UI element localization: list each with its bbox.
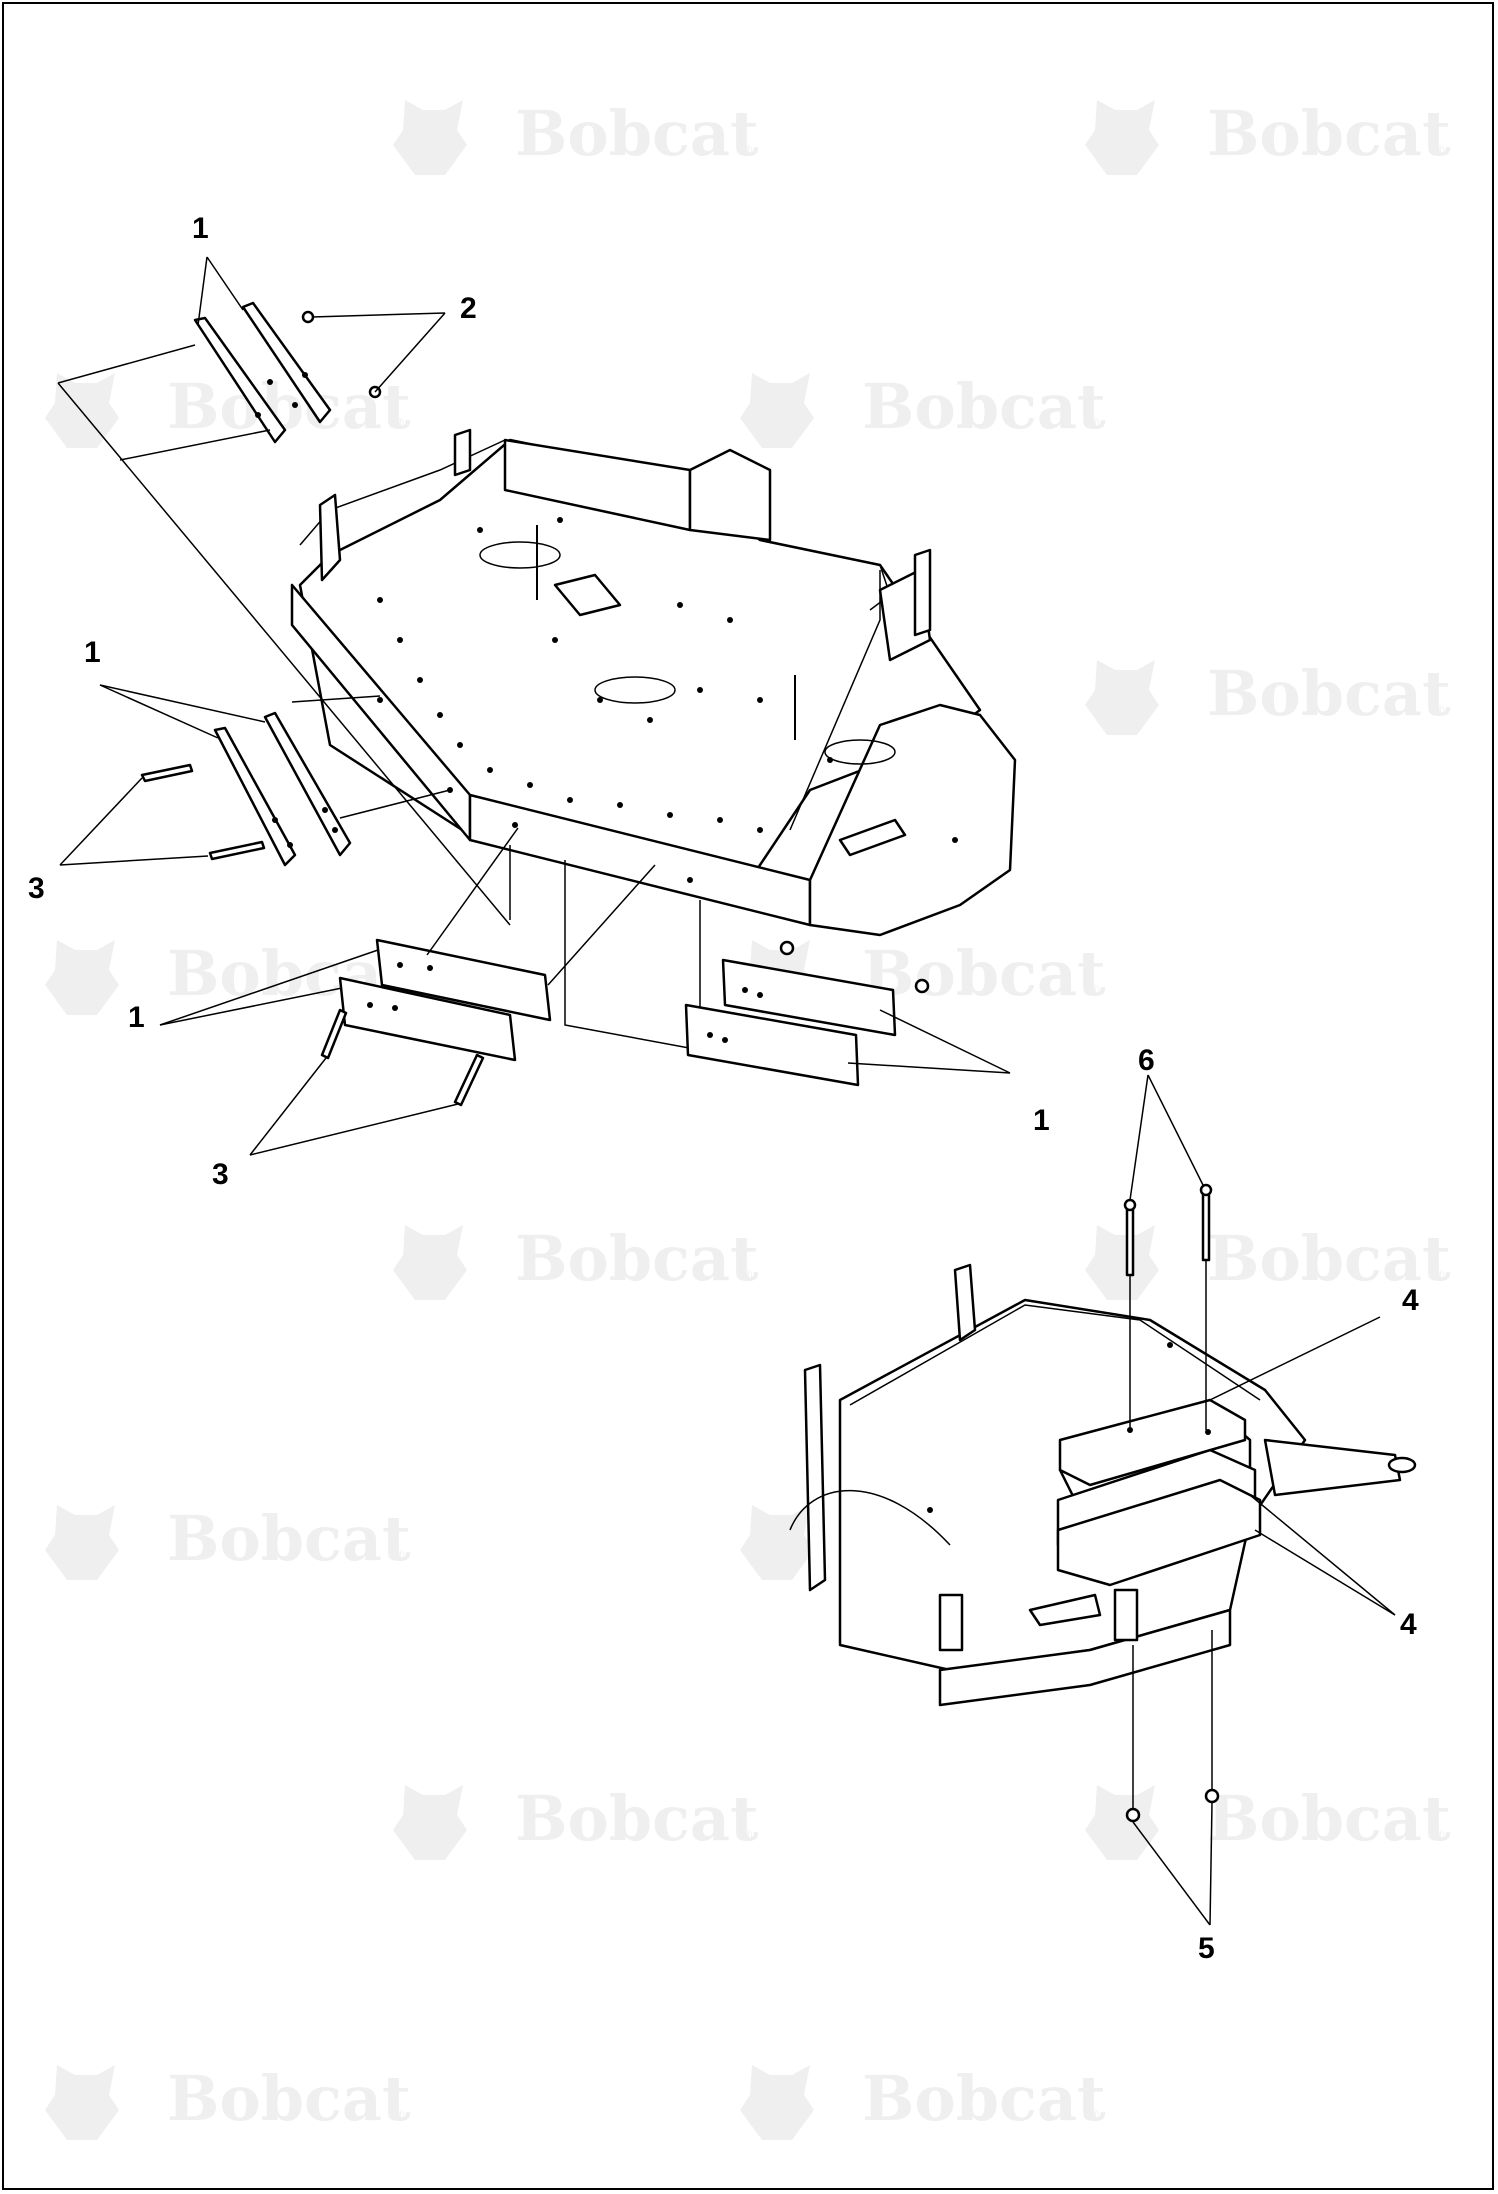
watermark-text: Bobcat	[862, 937, 1106, 1010]
bobcat-logo-icon	[1085, 100, 1159, 175]
bobcat-logo-icon	[45, 940, 119, 1015]
bobcat-watermark: Bobcat®	[45, 1502, 411, 1580]
bobcat-watermark: Bobcat®	[1085, 1782, 1451, 1860]
watermark-text: Bobcat	[1207, 1782, 1451, 1855]
watermark-text: Bobcat	[1207, 97, 1451, 170]
watermark-text: Bobcat	[167, 2062, 411, 2135]
callout-top-nuts: 2	[460, 292, 477, 325]
bobcat-logo-icon	[45, 373, 119, 448]
watermark-text: Bobcat	[862, 2062, 1106, 2135]
bobcat-watermark: Bobcat®	[393, 97, 759, 175]
watermark-text: Bobcat	[515, 1782, 759, 1855]
watermark-text: Bobcat	[1207, 657, 1451, 730]
callout-weights-stack: 4	[1400, 1608, 1417, 1641]
watermark-reg-mark: ®	[1087, 983, 1101, 999]
callout-weight-bolts: 6	[1138, 1044, 1155, 1077]
bobcat-logo-icon	[393, 100, 467, 175]
callout-labels: 1 2 1 3 1 3 1 6 4 4 5	[28, 212, 1419, 1965]
bobcat-watermark: Bobcat®	[1085, 657, 1451, 735]
callout-weights-top: 4	[1402, 1284, 1419, 1317]
bobcat-logo-icon	[45, 2065, 119, 2140]
bobcat-logo-icon	[740, 373, 814, 448]
bobcat-watermark: Bobcat®	[393, 1782, 759, 1860]
bobcat-logo-icon	[393, 1785, 467, 1860]
bobcat-logo-icon	[1085, 1225, 1159, 1300]
bobcat-logo-icon	[1085, 1785, 1159, 1860]
watermark-reg-mark: ®	[740, 1268, 754, 1284]
watermark-reg-mark: ®	[392, 2108, 406, 2124]
watermark-text: Bobcat	[515, 97, 759, 170]
watermark-reg-mark: ®	[740, 143, 754, 159]
watermark-reg-mark: ®	[392, 1548, 406, 1564]
top-baffle-plates	[193, 301, 382, 444]
callout-front-left-bolts: 3	[212, 1158, 229, 1191]
callout-weight-nuts: 5	[1198, 1932, 1215, 1965]
leader-lines-front-right	[847, 1009, 1011, 1074]
front-left-plates	[320, 938, 552, 1107]
watermark-reg-mark: ®	[1432, 1828, 1446, 1844]
bobcat-watermark: Bobcat®	[1085, 97, 1451, 175]
mower-deck-upper	[290, 428, 1017, 1051]
bobcat-logo-icon	[740, 2065, 814, 2140]
callout-front-right-plates: 1	[1033, 1104, 1050, 1137]
bobcat-watermark: Bobcat®	[1085, 1222, 1451, 1300]
bobcat-logo-icon	[45, 1505, 119, 1580]
leader-lines-front-left	[159, 827, 656, 1156]
leader-lines-top	[57, 256, 511, 926]
bobcat-watermark: Bobcat®	[740, 2062, 1106, 2140]
callout-left-plates: 1	[84, 636, 101, 669]
weight-stack	[1056, 1398, 1262, 1587]
watermark-text: Bobcat	[167, 370, 411, 443]
bobcat-logo-icon	[393, 1225, 467, 1300]
leader-lines-left	[59, 684, 451, 866]
callout-front-left-plates: 1	[128, 1001, 145, 1034]
left-baffle-plates	[140, 711, 352, 867]
watermark-reg-mark: ®	[1432, 143, 1446, 159]
watermark-reg-mark: ®	[1432, 703, 1446, 719]
watermark-reg-mark: ®	[392, 416, 406, 432]
weight-nuts	[1125, 1630, 1220, 1823]
deck-holes	[377, 517, 833, 833]
watermark-text: Bobcat	[515, 1222, 759, 1295]
bobcat-logo-icon	[1085, 660, 1159, 735]
callout-left-bolts: 3	[28, 872, 45, 905]
bobcat-watermark: Bobcat®	[740, 370, 1106, 448]
front-right-plates	[684, 940, 930, 1087]
bobcat-watermark: Bobcat®	[45, 370, 411, 448]
watermark-reg-mark: ®	[1087, 416, 1101, 432]
leader-lines-lower	[1129, 1074, 1396, 1926]
bobcat-watermark: Bobcat®	[393, 1222, 759, 1300]
watermark-text: Bobcat	[167, 1502, 411, 1575]
watermark-reg-mark: ®	[1432, 1268, 1446, 1284]
bobcat-logo-icon	[740, 1505, 814, 1580]
weight-bolts	[1123, 1183, 1213, 1430]
watermark-reg-mark: ®	[1087, 2108, 1101, 2124]
bobcat-watermark: Bobcat®	[45, 2062, 411, 2140]
callout-top-plates: 1	[192, 212, 209, 245]
watermark-reg-mark: ®	[740, 1828, 754, 1844]
watermark-text: Bobcat	[862, 370, 1106, 443]
watermark-text: Bobcat	[1207, 1222, 1451, 1295]
